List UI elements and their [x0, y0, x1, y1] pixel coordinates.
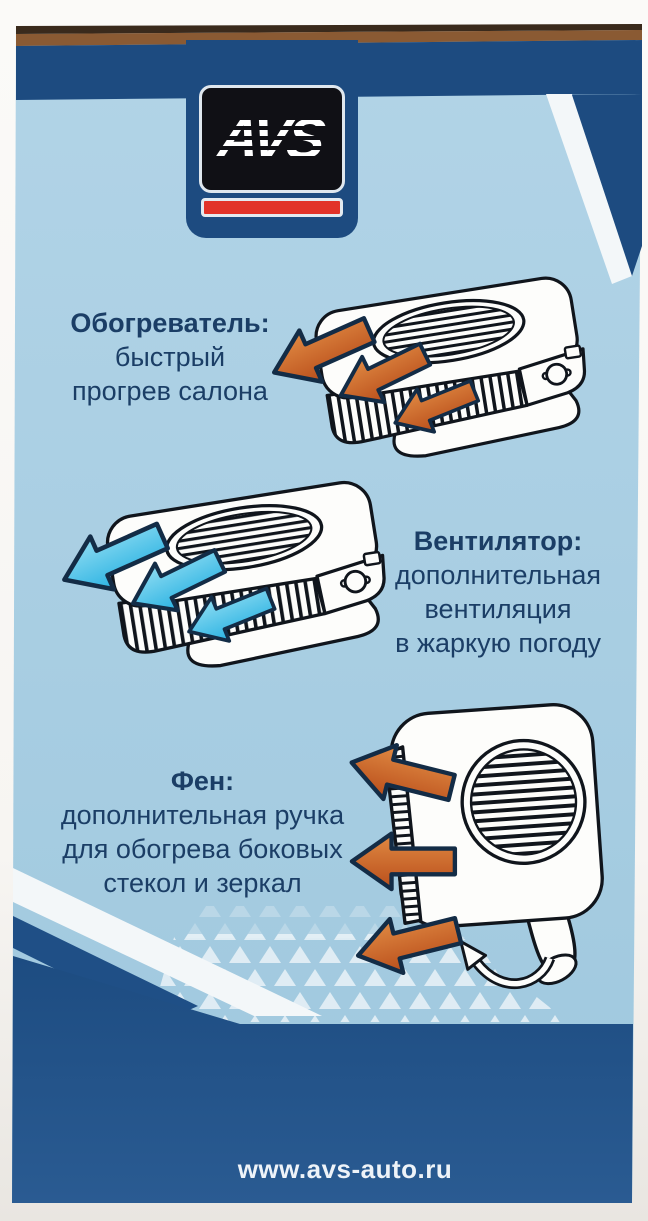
feature-heater-line: быстрый — [114, 342, 226, 372]
avs-logo: AVS — [186, 40, 358, 238]
cardboard-edge-dark — [16, 24, 642, 34]
heater-cool-air-illustration — [62, 480, 386, 668]
feature-hairdryer-line: стекол и зеркал — [103, 868, 302, 898]
feature-hairdryer-line: дополнительная ручка — [60, 800, 345, 830]
feature-hairdryer-title: Фен: — [170, 766, 235, 796]
cardboard-edge — [16, 30, 642, 46]
feature-hairdryer-line: для обогрева боковых — [62, 834, 343, 864]
logo-red-stripe — [201, 198, 343, 217]
cool-air-arrows — [62, 521, 277, 643]
heater-knob — [339, 569, 371, 594]
defroster-illustration — [349, 703, 604, 990]
feature-fan-title: Вентилятор: — [413, 526, 583, 556]
feature-fan-line: дополнительная — [394, 560, 602, 590]
feature-hairdryer: Фен: дополнительная ручка для обогрева б… — [45, 764, 360, 900]
avs-logo-plate: AVS — [199, 85, 345, 193]
heater-knob — [541, 362, 572, 386]
feature-heater-line: прогрев салона — [72, 376, 268, 406]
triangle-pattern-faint — [185, 906, 465, 938]
white-diagonal-band — [13, 868, 322, 1016]
heater-switch — [563, 344, 583, 360]
navy-diagonal-stripe — [13, 916, 198, 1022]
bottom-navy-band — [12, 956, 633, 1203]
top-right-navy-wedge — [572, 94, 642, 276]
feature-fan-line: в жаркую погоду — [395, 628, 601, 658]
feature-fan-line: вентиляция — [424, 594, 572, 624]
heater-switch — [362, 550, 382, 567]
hot-air-arrows — [272, 316, 481, 434]
rotation-arrow — [459, 940, 556, 990]
website-url: www.avs-auto.ru — [237, 1154, 453, 1184]
heater-hot-air-illustration — [272, 276, 587, 458]
logo-stripes — [206, 100, 338, 178]
feature-heater: Обогреватель: быстрый прогрев салона — [40, 306, 300, 408]
defroster-grille — [460, 738, 587, 865]
hot-air-arrows — [349, 743, 464, 976]
white-diagonal-separator — [546, 94, 632, 284]
feature-fan: Вентилятор: дополнительная вентиляция в … — [388, 524, 608, 660]
feature-heater-title: Обогреватель: — [70, 308, 270, 338]
